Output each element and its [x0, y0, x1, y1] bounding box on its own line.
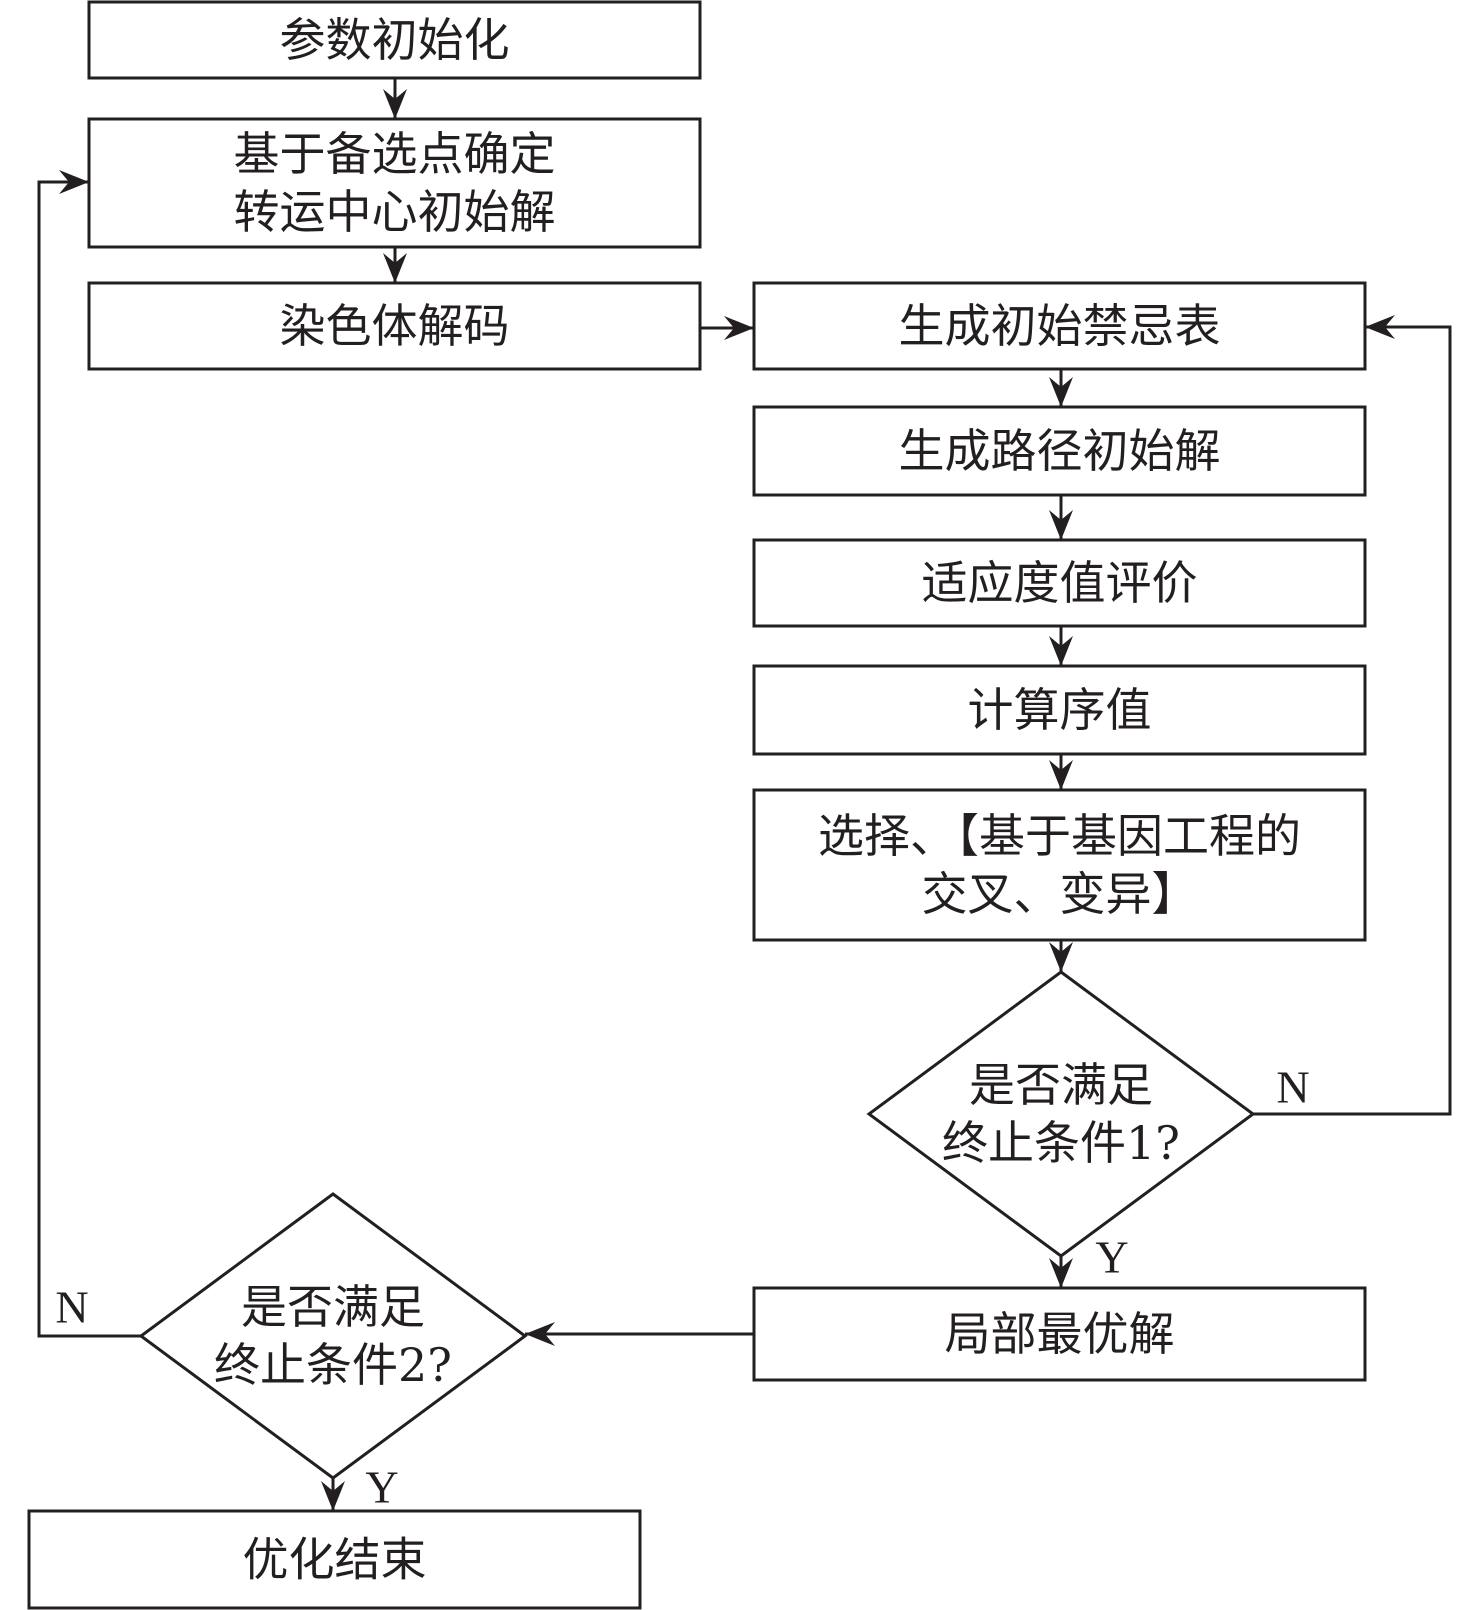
edge-local_best-to-cond2 [525, 1322, 754, 1346]
arrowhead-icon [1049, 760, 1073, 790]
node-label: 局部最优解 [945, 1307, 1175, 1361]
nodes-layer: 参数初始化基于备选点确定转运中心初始解染色体解码生成初始禁忌表生成路径初始解适应… [27, 0, 1367, 1610]
process-box [752, 405, 1367, 497]
arrowhead-icon [1049, 1258, 1073, 1288]
node-decode: 染色体解码 [87, 281, 702, 371]
edge-hub_init-to-decode [383, 247, 407, 283]
node-label: 选择、【基于基因工程的 [818, 809, 1301, 863]
decision-diamond [866, 970, 1256, 1258]
node-local-best: 局部最优解 [752, 1286, 1367, 1382]
process-box [87, 117, 702, 249]
edge-label-n: N [55, 1282, 88, 1333]
arrowhead-icon [1049, 377, 1073, 407]
edge-cond2-to-end [321, 1478, 345, 1511]
process-box [752, 664, 1367, 756]
connector-line [37, 180, 141, 1338]
node-label: 终止条件1? [942, 1116, 1180, 1170]
node-label: 是否满足 [241, 1280, 425, 1334]
node-label: 优化结束 [243, 1533, 427, 1587]
node-tabu-init: 生成初始禁忌表 [752, 281, 1367, 371]
node-label: 参数初始化 [280, 13, 510, 67]
arrowhead-icon [1049, 636, 1073, 666]
node-label: 交叉、变异】 [922, 867, 1198, 921]
edge-route_init-to-fitness [1049, 495, 1073, 540]
edge-cond2-to-hub_init [37, 170, 141, 1338]
edges-layer [37, 78, 1452, 1511]
process-box [27, 1509, 642, 1610]
edge-label-y: Y [1095, 1232, 1128, 1283]
arrowhead-icon [59, 170, 89, 194]
node-label: 计算序值 [968, 683, 1152, 737]
process-box [752, 1286, 1367, 1382]
edge-rank-to-ga_ops [1049, 754, 1073, 790]
arrowhead-icon [321, 1481, 345, 1511]
arrowhead-icon [383, 253, 407, 283]
arrowhead-icon [1049, 942, 1073, 972]
node-fitness: 适应度值评价 [752, 538, 1367, 628]
node-route-init: 生成路径初始解 [752, 405, 1367, 497]
arrowhead-icon [525, 1322, 555, 1346]
process-box [752, 538, 1367, 628]
decision-diamond [138, 1192, 528, 1480]
node-label: 生成初始禁忌表 [899, 299, 1221, 353]
node-end: 优化结束 [27, 1509, 642, 1610]
connector-line [1253, 325, 1452, 1116]
edge-labels-layer: Y N Y N [55, 1062, 1309, 1513]
process-box [87, 281, 702, 371]
edge-label-n: N [1276, 1062, 1309, 1113]
edge-decode-to-tabu_init [700, 316, 754, 340]
edge-label-y: Y [365, 1462, 398, 1513]
edge-cond1-to-tabu_init [1253, 315, 1452, 1116]
node-label: 转运中心初始解 [234, 185, 556, 239]
node-label: 基于备选点确定 [234, 127, 556, 181]
process-box [752, 281, 1367, 371]
node-label: 适应度值评价 [922, 556, 1198, 610]
process-box [87, 0, 702, 80]
edge-ga_ops-to-cond1 [1049, 940, 1073, 972]
process-box [752, 788, 1367, 942]
arrowhead-icon [724, 316, 754, 340]
node-init-params: 参数初始化 [87, 0, 702, 80]
arrowhead-icon [1049, 510, 1073, 540]
edge-init_params-to-hub_init [383, 78, 407, 119]
edge-fitness-to-rank [1049, 626, 1073, 666]
node-label: 染色体解码 [280, 299, 510, 353]
edge-tabu_init-to-route_init [1049, 369, 1073, 407]
arrowhead-icon [1365, 315, 1395, 339]
node-label: 是否满足 [969, 1058, 1153, 1112]
node-rank: 计算序值 [752, 664, 1367, 756]
node-label: 生成路径初始解 [899, 424, 1221, 478]
arrowhead-icon [383, 89, 407, 119]
node-label: 终止条件2? [214, 1338, 452, 1392]
edge-cond1-to-local_best [1049, 1256, 1073, 1288]
